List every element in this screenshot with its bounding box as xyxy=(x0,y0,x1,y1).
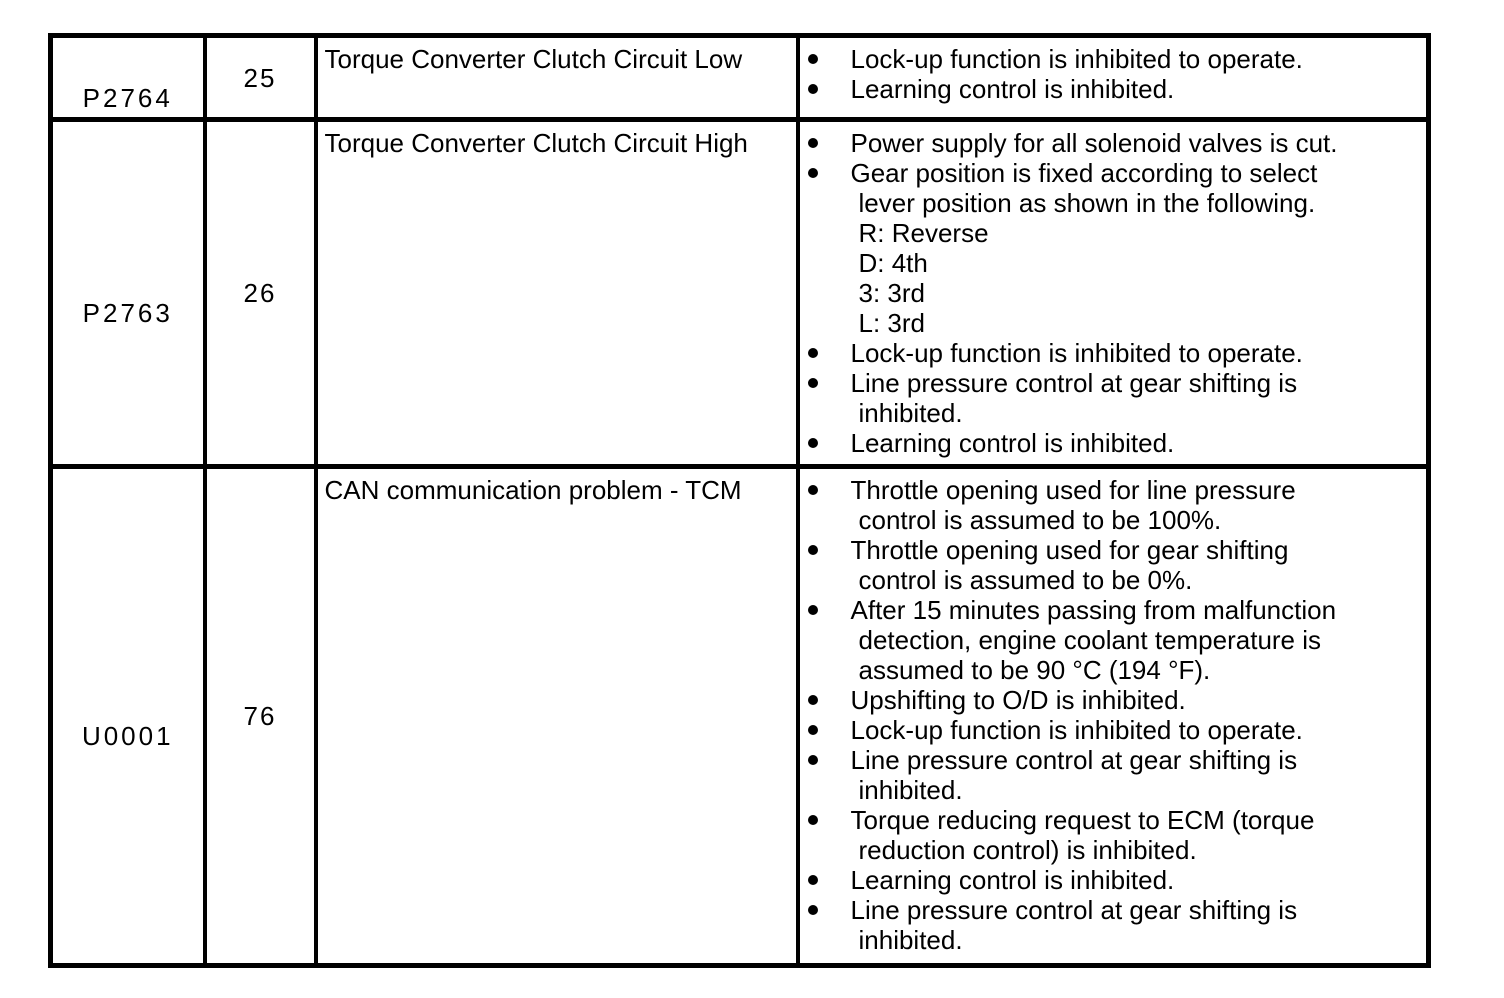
dtc-code-cell: P2763 xyxy=(48,117,207,469)
table-row: P2764 25 Torque Converter Clutch Circuit… xyxy=(48,33,1431,122)
bullet-icon xyxy=(807,168,818,178)
dtc-code: U0001 xyxy=(81,721,174,751)
effects-list: Power supply for all solenoid valves is … xyxy=(802,125,1425,458)
bullet-icon xyxy=(807,84,818,94)
effect-text: Throttle opening used for line pressure … xyxy=(850,475,1296,535)
effect-text: Learning control is inhibited. xyxy=(850,865,1175,895)
effect-item: Throttle opening used for line pressure … xyxy=(802,475,1369,535)
effect-item: After 15 minutes passing from malfunctio… xyxy=(802,595,1369,685)
description-cell: CAN communication problem - TCM xyxy=(313,464,800,968)
effect-item: Lock-up function is inhibited to operate… xyxy=(802,44,1369,74)
flash-code-cell: 26 xyxy=(202,117,318,469)
effect-text: Lock-up function is inhibited to operate… xyxy=(850,44,1303,74)
bullet-icon xyxy=(807,138,818,148)
effect-item: Power supply for all solenoid valves is … xyxy=(802,128,1369,158)
effect-item: Lock-up function is inhibited to operate… xyxy=(802,338,1369,368)
bullet-icon xyxy=(807,695,818,705)
dtc-effects-table: P2764 25 Torque Converter Clutch Circuit… xyxy=(48,33,1431,968)
effect-item: Gear position is fixed according to sele… xyxy=(802,158,1369,338)
bullet-icon xyxy=(807,54,818,64)
effect-item: Lock-up function is inhibited to operate… xyxy=(802,715,1369,745)
effects-cell: Power supply for all solenoid valves is … xyxy=(795,117,1431,469)
effects-list: Lock-up function is inhibited to operate… xyxy=(802,41,1425,104)
effect-item: Line pressure control at gear shifting i… xyxy=(802,745,1369,805)
description-text: Torque Converter Clutch Circuit High xyxy=(324,128,748,158)
effects-list: Throttle opening used for line pressure … xyxy=(802,472,1425,955)
bullet-icon xyxy=(807,485,818,495)
description-cell: Torque Converter Clutch Circuit High xyxy=(313,117,800,469)
flash-code-cell: 76 xyxy=(202,464,318,968)
bullet-icon xyxy=(807,755,818,765)
flash-code-cell: 25 xyxy=(202,33,318,122)
effect-text: Upshifting to O/D is inhibited. xyxy=(850,685,1186,715)
flash-code-number: 76 xyxy=(243,701,277,731)
effect-text: Learning control is inhibited. xyxy=(850,428,1175,458)
effects-cell: Lock-up function is inhibited to operate… xyxy=(795,33,1431,122)
effect-subline: 3: 3rd xyxy=(858,278,926,308)
effect-text: Lock-up function is inhibited to operate… xyxy=(850,715,1303,745)
bullet-icon xyxy=(807,348,818,358)
bullet-icon xyxy=(807,545,818,555)
dtc-code-cell: U0001 xyxy=(48,464,207,968)
bullet-icon xyxy=(807,438,818,448)
effect-text: Line pressure control at gear shifting i… xyxy=(850,368,1298,428)
bullet-icon xyxy=(807,815,818,825)
effect-text: Torque reducing request to ECM (torque r… xyxy=(850,805,1315,865)
flash-code-number: 26 xyxy=(243,278,277,308)
dtc-code: P2763 xyxy=(82,298,173,328)
table-row: U0001 76 CAN communication problem - TCM… xyxy=(48,464,1431,968)
flash-code-number: 25 xyxy=(243,62,277,93)
bullet-icon xyxy=(807,875,818,885)
effect-item: Upshifting to O/D is inhibited. xyxy=(802,685,1369,715)
effect-item: Learning control is inhibited. xyxy=(802,428,1369,458)
effect-text: Throttle opening used for gear shifting … xyxy=(850,535,1289,595)
bullet-icon xyxy=(807,378,818,388)
bullet-icon xyxy=(807,725,818,735)
effect-text: Lock-up function is inhibited to operate… xyxy=(850,338,1303,368)
effect-subline: D: 4th xyxy=(858,248,928,278)
effect-text: Gear position is fixed according to sele… xyxy=(850,158,1318,218)
description-text: Torque Converter Clutch Circuit Low xyxy=(324,44,743,74)
effect-text: Line pressure control at gear shifting i… xyxy=(850,895,1298,955)
effect-text: Learning control is inhibited. xyxy=(850,74,1175,104)
bullet-icon xyxy=(807,905,818,915)
effect-item: Line pressure control at gear shifting i… xyxy=(802,368,1369,428)
effect-item: Torque reducing request to ECM (torque r… xyxy=(802,805,1369,865)
bullet-icon xyxy=(807,605,818,615)
effect-text: Line pressure control at gear shifting i… xyxy=(850,745,1298,805)
dtc-code-cell: P2764 xyxy=(48,33,207,122)
effect-subline: R: Reverse xyxy=(858,218,989,248)
dtc-table-body: P2764 25 Torque Converter Clutch Circuit… xyxy=(48,33,1431,968)
dtc-code: P2764 xyxy=(82,82,173,113)
description-text: CAN communication problem - TCM xyxy=(324,475,742,505)
effect-item: Throttle opening used for gear shifting … xyxy=(802,535,1369,595)
table-row: P2763 26 Torque Converter Clutch Circuit… xyxy=(48,117,1431,469)
effect-text: After 15 minutes passing from malfunctio… xyxy=(850,595,1337,685)
effect-text: Power supply for all solenoid valves is … xyxy=(850,128,1338,158)
effect-item: Line pressure control at gear shifting i… xyxy=(802,895,1369,955)
effect-item: Learning control is inhibited. xyxy=(802,74,1369,104)
description-cell: Torque Converter Clutch Circuit Low xyxy=(313,33,800,122)
effect-subline: L: 3rd xyxy=(858,308,926,338)
effect-item: Learning control is inhibited. xyxy=(802,865,1369,895)
effects-cell: Throttle opening used for line pressure … xyxy=(795,464,1431,968)
